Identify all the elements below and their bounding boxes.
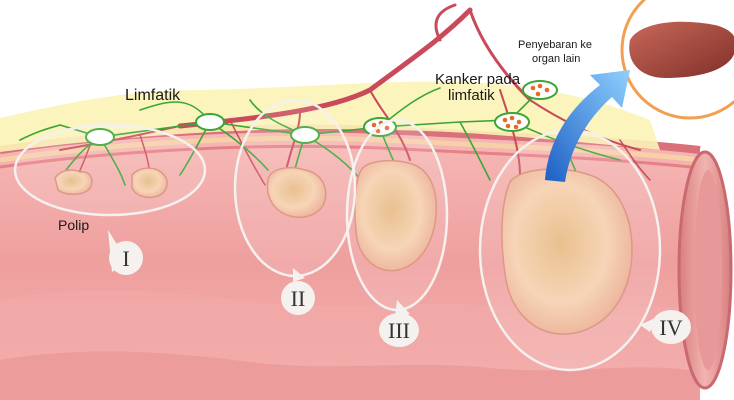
cancer-lymphatic-label-line2: limfatik: [448, 87, 495, 104]
stage-4-label: IV: [659, 315, 682, 340]
stage-3-ring: [347, 120, 447, 310]
liver-inset: [622, 0, 734, 118]
lymph-node-cancer: [495, 113, 529, 131]
spread-label-line2: organ lain: [532, 53, 580, 65]
stage-2-label: II: [291, 286, 306, 311]
intestine-opening: [679, 152, 731, 388]
lymphatic-label: Limfatik: [125, 87, 181, 104]
stage-3-label: III: [388, 318, 410, 343]
stage-1-ring: [15, 125, 205, 215]
lymph-node: [196, 114, 224, 130]
cancer-lymphatic-label-line1: Kanker pada: [435, 71, 521, 88]
spread-label-line1: Penyebaran ke: [518, 39, 592, 51]
stage-1-label: I: [122, 246, 129, 271]
polyp-label: Polip: [58, 217, 89, 233]
lymph-node-cancer: [523, 81, 557, 99]
stage-2-ring: [235, 100, 355, 276]
stage-4-ring: [480, 130, 660, 370]
